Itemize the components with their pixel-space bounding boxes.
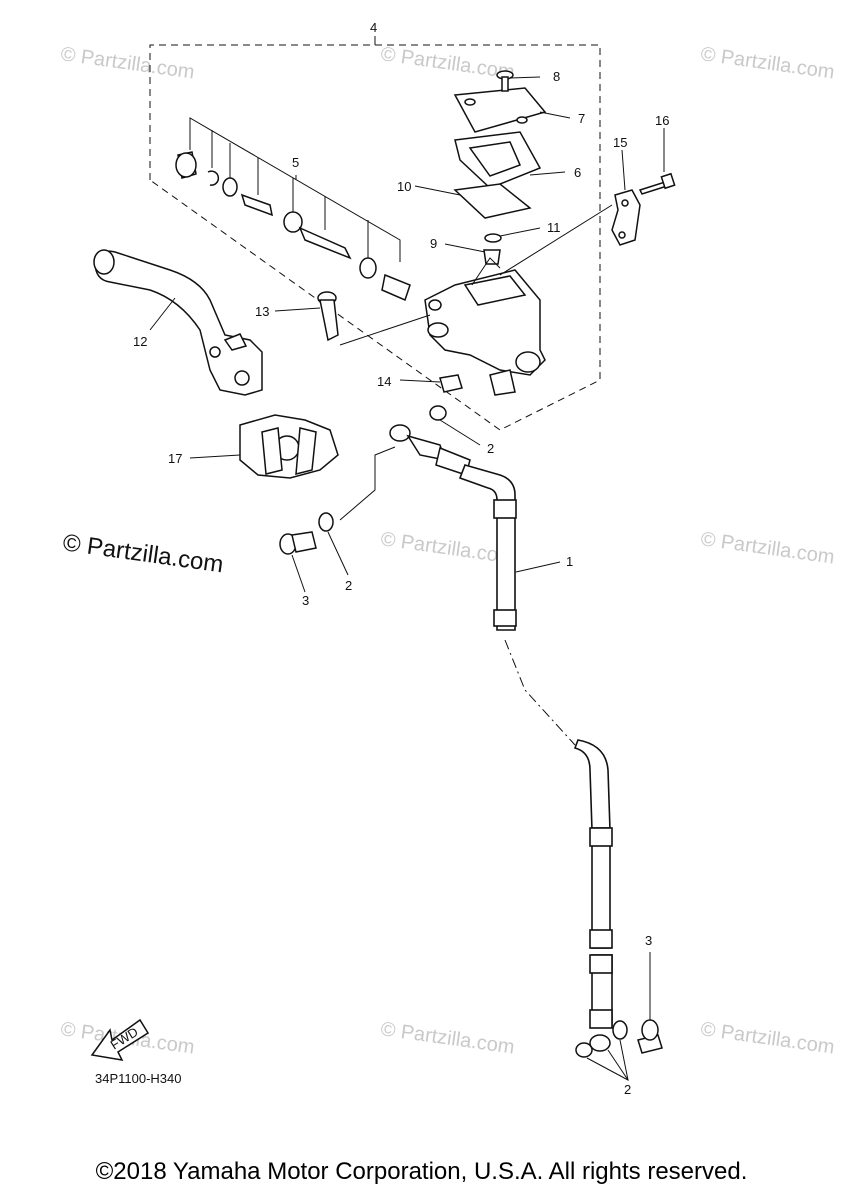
- copyright-footer: ©2018 Yamaha Motor Corporation, U.S.A. A…: [95, 1158, 748, 1185]
- diaphragm-plate: [454, 131, 542, 189]
- bolt-16: [638, 172, 676, 195]
- callout-10: 10: [397, 179, 411, 194]
- watermark: © Partzilla.com: [699, 43, 836, 84]
- brake-lever-12: [93, 249, 263, 396]
- callout-3: 3: [645, 933, 652, 948]
- watermark-large: © Partzilla.com: [61, 529, 225, 578]
- watermark: © Partzilla.com: [379, 1018, 516, 1059]
- banjo-bolt-3-upper: [279, 531, 317, 555]
- reservoir-cap: [453, 87, 547, 133]
- callout-17: 17: [168, 451, 182, 466]
- callout-1: 1: [566, 554, 573, 569]
- banjo-bolt-3-lower: [637, 1019, 663, 1054]
- boot-14: [439, 374, 463, 393]
- callout-6: 6: [574, 165, 581, 180]
- watermark: © Partzilla.com: [379, 528, 516, 569]
- brake-hose-1: [458, 464, 613, 1052]
- callout-8: 8: [553, 69, 560, 84]
- callout-4: 4: [370, 20, 377, 35]
- washer-2-lower-b: [612, 1020, 628, 1040]
- callout-11: 11: [547, 220, 561, 235]
- diagram-code: 34P1100-H340: [95, 1071, 182, 1086]
- pivot-bolt-13: [317, 291, 431, 346]
- assembly-4-outline: [149, 36, 601, 431]
- banjo-fitting: [389, 424, 471, 476]
- bracket-15: [611, 189, 641, 246]
- callout-2: 2: [487, 441, 494, 456]
- callout-3: 3: [302, 593, 309, 608]
- master-cylinder-body: [424, 269, 546, 396]
- piston-kit-5: [175, 117, 411, 302]
- cap-screw: [496, 70, 514, 92]
- clamp-17: [239, 414, 339, 479]
- watermark: © Partzilla.com: [699, 1018, 836, 1059]
- callout-7: 7: [578, 111, 585, 126]
- callout-13: 13: [255, 304, 269, 319]
- callout-14: 14: [377, 374, 391, 389]
- washer-2-lower-a: [575, 1042, 593, 1058]
- circlip: [484, 233, 502, 243]
- callout-2: 2: [624, 1082, 631, 1097]
- washer-2: [429, 405, 447, 421]
- callout-9: 9: [430, 236, 437, 251]
- callout-12: 12: [133, 334, 147, 349]
- callout-16: 16: [655, 113, 669, 128]
- callout-5: 5: [292, 155, 299, 170]
- callout-2: 2: [345, 578, 352, 593]
- watermark: © Partzilla.com: [699, 528, 836, 569]
- watermark: © Partzilla.com: [59, 43, 196, 84]
- leader-lines: [149, 76, 665, 1081]
- diaphragm: [453, 183, 532, 219]
- washer-2-left: [318, 512, 334, 532]
- watermark: © Partzilla.com: [379, 43, 516, 84]
- boot: [483, 249, 501, 265]
- callouts: 4 8 7 6 10 11 9 15 16 5 13 12 14 2 17 1 …: [95, 20, 669, 1097]
- watermarks: © Partzilla.com © Partzilla.com © Partzi…: [59, 43, 836, 1059]
- callout-15: 15: [613, 135, 627, 150]
